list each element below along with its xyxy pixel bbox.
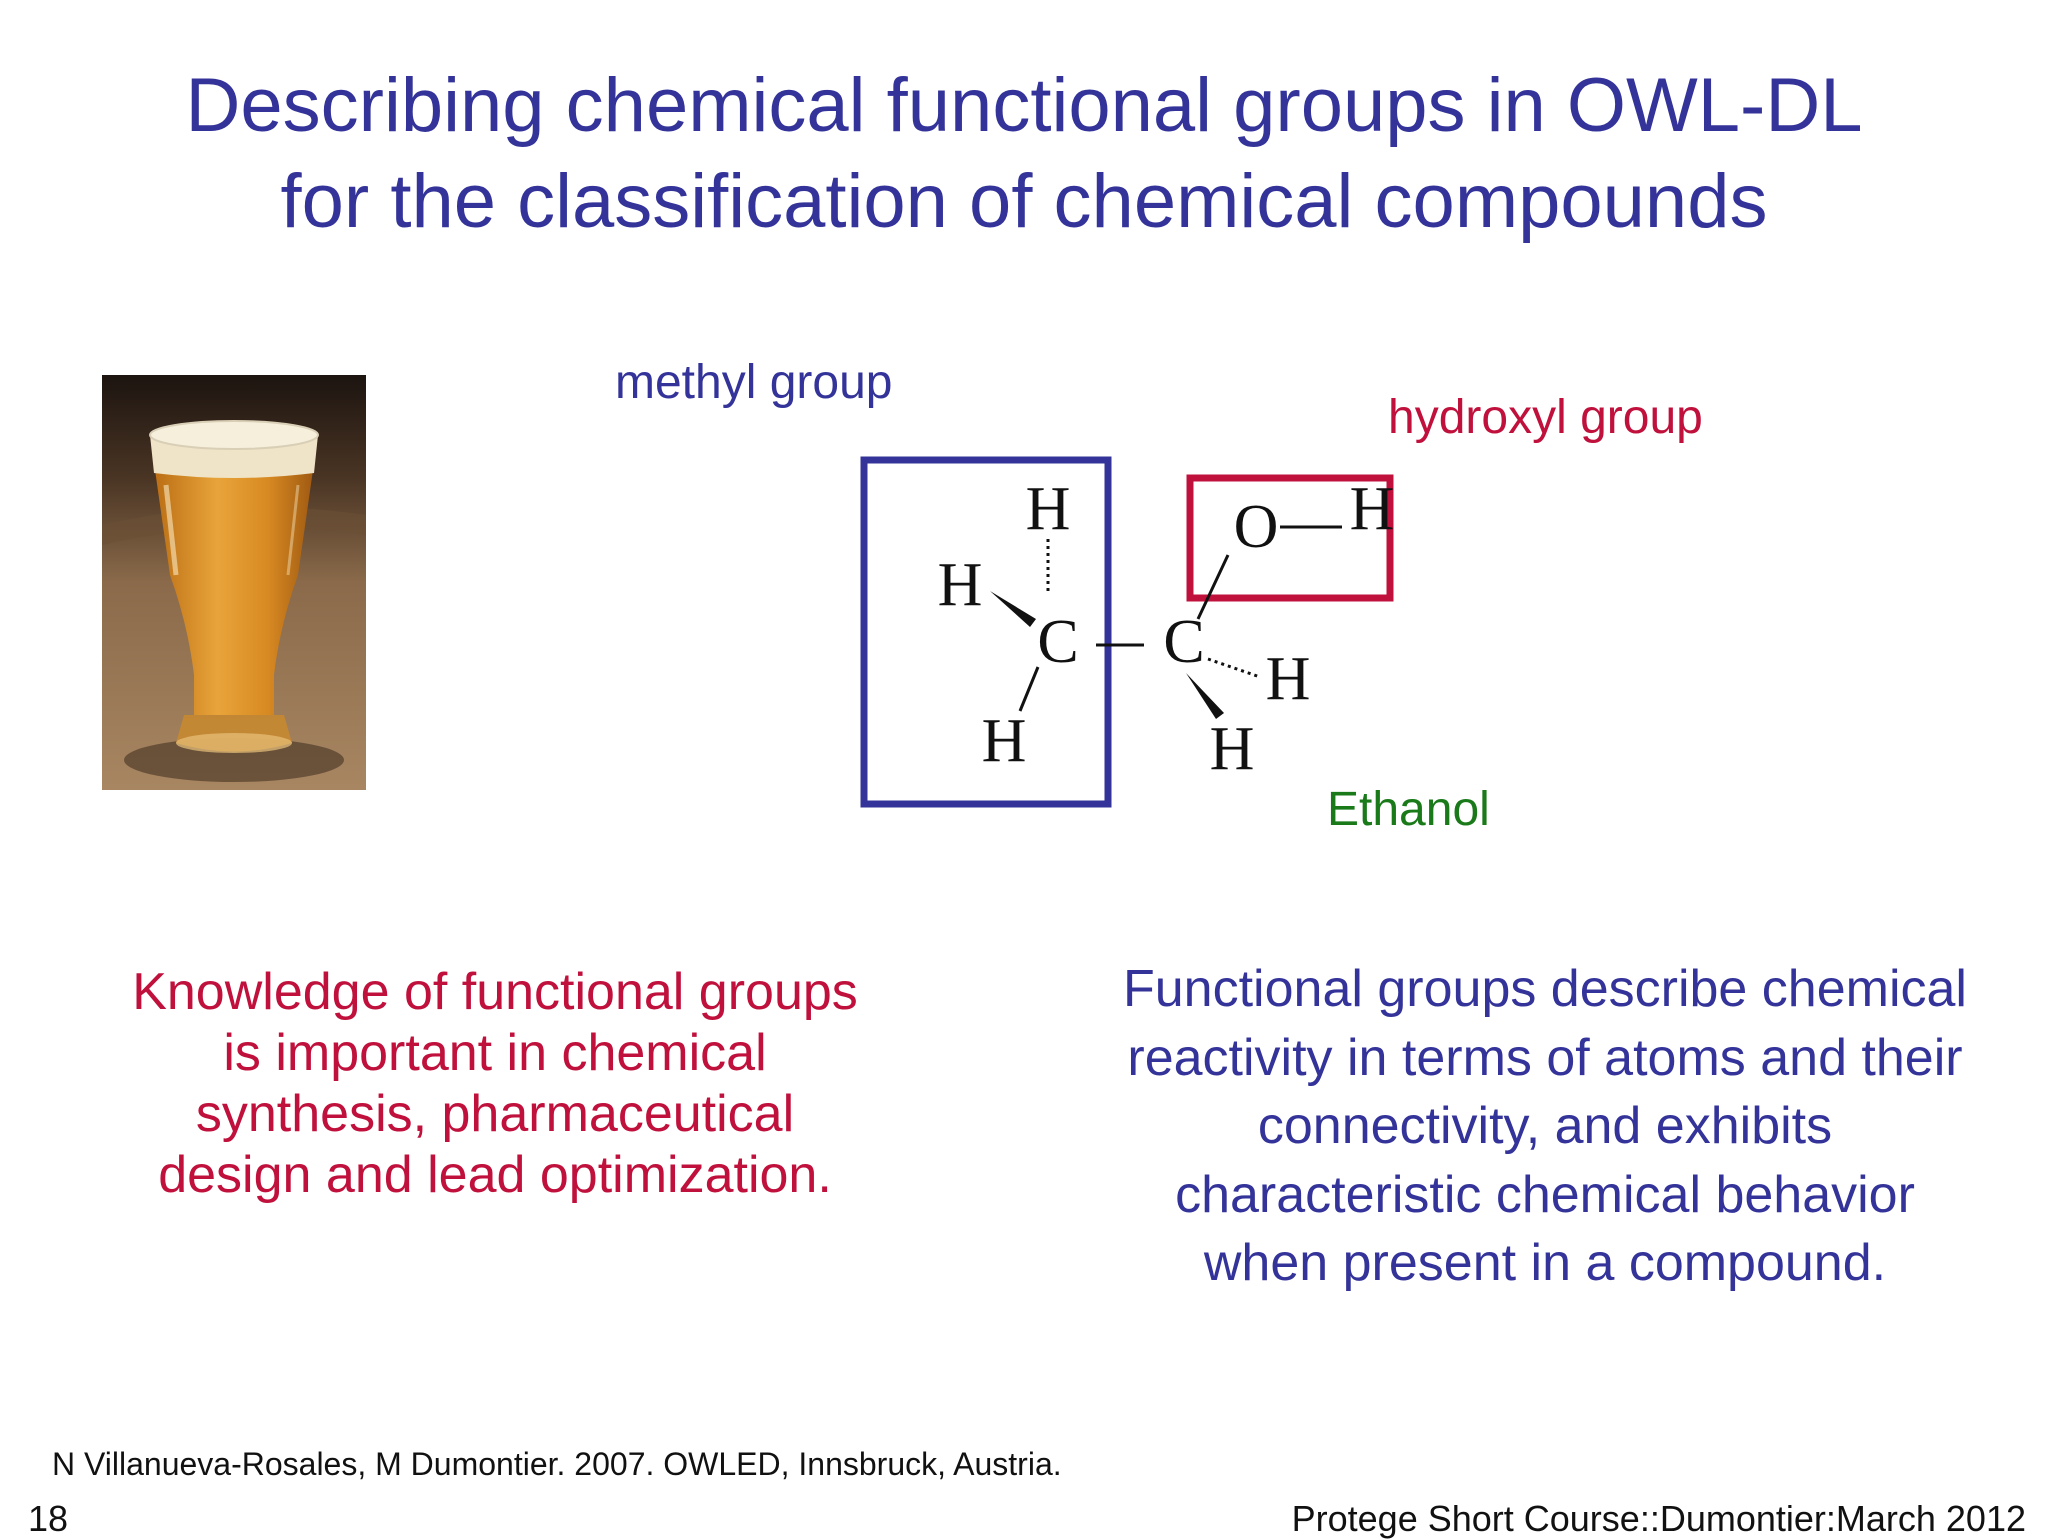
functional-groups-importance-note: Knowledge of functional groups is import… (132, 963, 858, 1204)
atom-h-top: H (1026, 475, 1071, 543)
methyl-group-label: methyl group (615, 356, 893, 409)
functional-groups-definition-note: Functional groups describe chemical reac… (1123, 960, 1967, 1292)
ethanol-structure-diagram: H H C H C H H O H (860, 456, 1395, 808)
beer-glass-image (102, 375, 366, 790)
hydroxyl-group-label: hydroxyl group (1388, 391, 1703, 444)
atom-h-bottom-right: H (1210, 715, 1255, 783)
atom-h-right: H (1266, 645, 1311, 713)
methyl-group-box (860, 456, 1112, 808)
atom-c1: C (1037, 608, 1078, 676)
atom-h-left: H (938, 551, 983, 619)
atom-h-bottom-left: H (982, 707, 1027, 775)
ethanol-label: Ethanol (1327, 783, 1490, 836)
atom-c2: C (1163, 608, 1204, 676)
atom-o: O (1234, 493, 1279, 561)
slide-number: 18 (28, 1498, 69, 1539)
slide-title-line2: for the classification of chemical compo… (280, 159, 1768, 244)
citation: N Villanueva-Rosales, M Dumontier. 2007.… (52, 1446, 1062, 1482)
atom-h-oh: H (1350, 475, 1395, 543)
slide-title-line1: Describing chemical functional groups in… (185, 63, 1863, 148)
hydroxyl-group-box (1186, 474, 1394, 602)
slide-title: Describing chemical functional groups in… (0, 58, 2048, 250)
footer-course-info: Protege Short Course::Dumontier:March 20… (1291, 1498, 2026, 1539)
